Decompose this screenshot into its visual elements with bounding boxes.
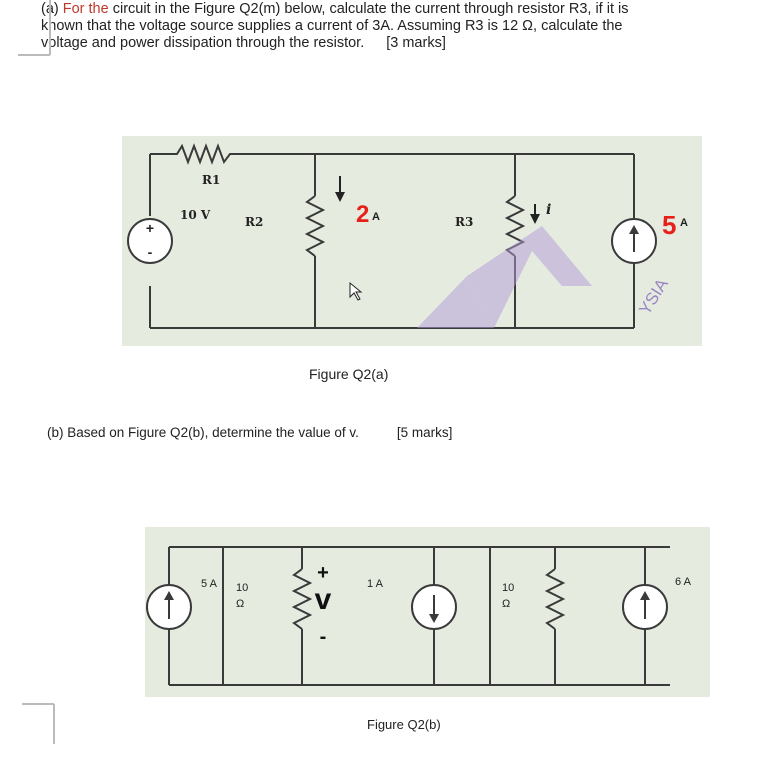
- cursor-icon: [349, 281, 363, 301]
- label-10-ohm-a-value: 10: [236, 582, 248, 594]
- label-r2: R2: [245, 215, 263, 229]
- circuit-figure-a: + - YSIA R1 10 V R2 R3 2 A i 5 A: [122, 136, 702, 346]
- label-10-ohm-b-value: 10: [502, 582, 514, 594]
- resistor-zigzag: [544, 568, 566, 630]
- figure-a-background: [122, 136, 702, 346]
- arrow-6a-head: [640, 591, 650, 600]
- label-6a: 6 A: [675, 576, 692, 588]
- current-source-arrow-head: [629, 225, 639, 234]
- question-a-line3: voltage and power dissipation through th…: [41, 35, 446, 51]
- scan-corner-top: [18, 0, 51, 56]
- arrow-1a-head: [429, 614, 439, 623]
- watermark-shape: [417, 226, 592, 328]
- label-v-plus: +: [317, 562, 329, 584]
- marks-b: [5 marks]: [396, 425, 453, 440]
- question-a: (a) For the circuit in the Figure Q2(m) …: [41, 1, 628, 52]
- voltage-source-plus: +: [146, 220, 154, 236]
- label-5a: 5 A: [201, 578, 218, 590]
- current-arrow-i-head: [530, 214, 540, 224]
- label-r1: R1: [202, 173, 220, 187]
- label-v: v: [315, 583, 332, 616]
- label-v-minus: -: [320, 626, 327, 648]
- label-current-2a-digit: 2: [356, 201, 369, 228]
- scan-corner-bottom: [22, 703, 55, 744]
- marks-a: [3 marks]: [386, 35, 446, 51]
- question-b: (b) Based on Figure Q2(b), determine the…: [47, 425, 453, 440]
- label-source-voltage: 10 V: [180, 208, 211, 222]
- caption-figure-b: Figure Q2(b): [367, 717, 441, 732]
- highlighted-text: For the: [62, 1, 109, 17]
- label-current-2a-unit: A: [372, 211, 380, 223]
- resistor-v: [291, 568, 313, 630]
- question-a-line1: (a) For the circuit in the Figure Q2(m) …: [41, 1, 629, 17]
- label-10-ohm-a-unit: Ω: [236, 598, 244, 610]
- caption-figure-a: Figure Q2(a): [309, 366, 389, 382]
- label-10-ohm-b-unit: Ω: [502, 598, 510, 610]
- arrow-5a-head: [164, 591, 174, 600]
- label-1a: 1 A: [367, 578, 384, 590]
- label-current-i: i: [546, 202, 551, 218]
- label-current-5a-digit: 5: [662, 210, 676, 240]
- resistor-r2: [304, 195, 326, 257]
- voltage-source-minus: -: [148, 244, 153, 260]
- wire-top-r1: [150, 143, 634, 165]
- current-arrow-2a-head: [335, 192, 345, 202]
- label-r3: R3: [455, 215, 473, 229]
- label-current-5a-unit: A: [680, 217, 688, 229]
- question-a-line2: known that the voltage source supplies a…: [41, 18, 623, 34]
- circuit-figure-b: 5 A 10 Ω + v - 1 A 10 Ω 6 A: [145, 527, 710, 697]
- voltage-source-symbol: [127, 218, 173, 264]
